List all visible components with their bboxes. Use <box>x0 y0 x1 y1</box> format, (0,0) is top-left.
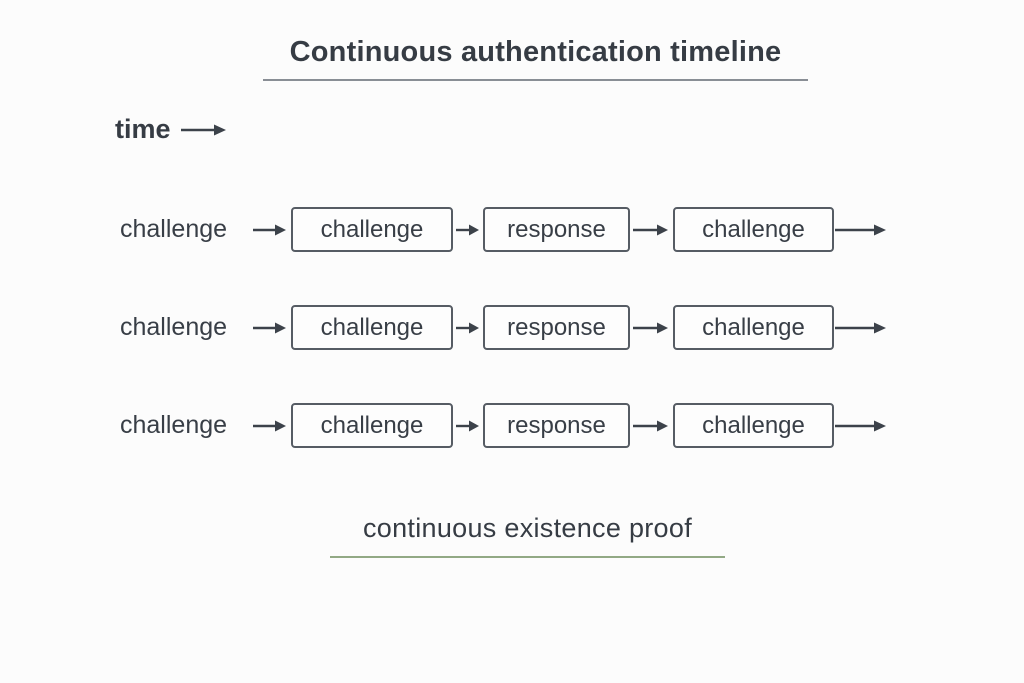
challenge-box-label: challenge <box>320 215 424 243</box>
row-label: challenge <box>120 313 228 341</box>
arrow-right-icon <box>835 420 886 431</box>
challenge-box: challenge <box>673 305 834 350</box>
challenge-box-label: challenge <box>702 215 805 243</box>
response-box: response <box>483 403 630 448</box>
response-box-label: response <box>507 411 606 439</box>
challenge-box: challenge <box>673 207 834 252</box>
arrow-right-icon <box>835 224 886 235</box>
arrow-right-icon <box>456 322 479 333</box>
challenge-box-label: challenge <box>320 313 424 341</box>
arrow-right-icon <box>180 124 226 135</box>
arrow-right-icon <box>253 322 286 333</box>
challenge-box: challenge <box>291 207 453 252</box>
challenge-box: challenge <box>291 305 453 350</box>
caption-label: continuous existence proof <box>362 513 692 543</box>
time-label: time <box>115 114 171 144</box>
challenge-box-label: challenge <box>702 411 805 439</box>
response-box-label: response <box>507 215 606 243</box>
diagram-title: Continuous authentication timeline <box>263 36 808 81</box>
timeline-row: challenge challenge response challenge <box>120 403 887 448</box>
arrow-right-icon <box>253 224 286 235</box>
row-label: challenge <box>120 411 228 439</box>
response-box-label: response <box>507 313 606 341</box>
arrow-right-icon <box>253 420 286 431</box>
challenge-box: challenge <box>673 403 834 448</box>
arrow-right-icon <box>633 224 668 235</box>
response-box: response <box>483 207 630 252</box>
challenge-box-label: challenge <box>320 411 424 439</box>
page-title: Continuous authentication timeline <box>289 36 782 68</box>
time-axis-label: time <box>115 114 227 145</box>
diagram-caption: continuous existence proof <box>330 513 725 558</box>
timeline-row: challenge challenge response challenge <box>120 305 887 350</box>
arrow-right-icon <box>456 224 479 235</box>
challenge-box: challenge <box>291 403 453 448</box>
response-box: response <box>483 305 630 350</box>
arrow-right-icon <box>835 322 886 333</box>
arrow-right-icon <box>633 322 668 333</box>
challenge-box-label: challenge <box>702 313 805 341</box>
row-label: challenge <box>120 215 228 243</box>
timeline-row: challenge challenge response challenge <box>120 207 887 252</box>
arrow-right-icon <box>456 420 479 431</box>
arrow-right-icon <box>633 420 668 431</box>
